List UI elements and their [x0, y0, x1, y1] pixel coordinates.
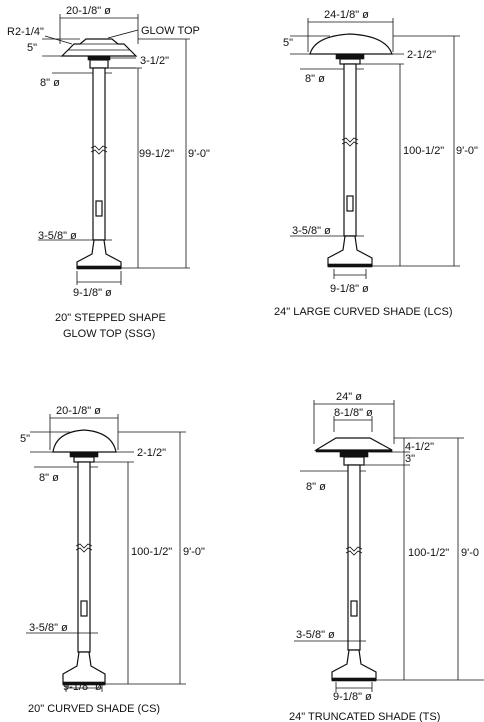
lcs-shade-dia: 24-1/8" ø	[324, 9, 369, 21]
ts-pole	[347, 464, 361, 651]
lcs-overall-h: 9'-0"	[456, 145, 478, 157]
ts-shade-h: 4-1/2"	[405, 441, 434, 453]
ssg-glow-top-label: GLOW TOP	[141, 25, 200, 37]
ssg-door-h: 3-5/8" ø	[38, 230, 77, 242]
lcs-shade-h: 5"	[283, 37, 293, 49]
ssg-pole-dia: 8" ø	[40, 77, 60, 89]
ts-fixture: 24" ø 8-1/8" ø 4-1/2" 3" 8" ø 3-5/8" ø 9…	[289, 391, 484, 722]
ssg-cap-h: 3-1/2"	[140, 55, 169, 67]
lcs-pole-len: 100-1/2"	[403, 145, 444, 157]
ts-door-h: 3-5/8" ø	[296, 629, 335, 641]
lcs-curved-shade	[309, 33, 393, 55]
ts-base-dia: 9-1/8" ø	[333, 691, 372, 703]
cs-shade-h: 5"	[20, 433, 30, 445]
ssg-overall-h: 9'-0"	[188, 148, 210, 160]
ssg-caption-line1: 20" STEPPED SHAPE	[55, 312, 166, 324]
ssg-fixture: 20-1/8" ø R2-1/4" GLOW TOP 5" 3-1/2" 8" …	[7, 5, 210, 340]
lcs-base	[327, 235, 373, 267]
cs-pole-len: 100-1/2"	[131, 546, 172, 558]
ts-pole-len: 100-1/2"	[408, 547, 449, 559]
ts-base	[331, 649, 377, 681]
ts-top-dia: 8-1/8" ø	[334, 407, 373, 419]
cs-overall-h: 9'-0"	[183, 546, 205, 558]
cs-cap-h: 2-1/2"	[137, 447, 166, 459]
ts-overall-h: 9'-0	[461, 547, 479, 559]
cs-caption: 20" CURVED SHADE (CS)	[28, 703, 160, 715]
lcs-caption: 24" LARGE CURVED SHADE (LCS)	[274, 306, 453, 318]
ssg-stepped-shade	[60, 38, 138, 57]
cs-pole-dia: 8" ø	[39, 472, 59, 484]
ssg-handhole	[95, 200, 103, 217]
ssg-base	[76, 239, 122, 269]
lcs-base-dia: 9-1/8" ø	[330, 283, 369, 295]
ts-pole-dia: 8" ø	[306, 481, 326, 493]
ssg-base-dia: 9-1/8" ø	[73, 287, 112, 299]
lcs-door-h: 3-5/8" ø	[292, 225, 331, 237]
ssg-shade-h: 5"	[27, 42, 37, 54]
ts-truncated-shade	[313, 437, 393, 451]
ssg-caption-line2: GLOW TOP (SSG)	[63, 328, 155, 340]
ssg-pole-len: 99-1/2"	[139, 148, 174, 160]
cs-shade-dia: 20-1/8" ø	[56, 405, 101, 417]
ts-shade-dia: 24" ø	[336, 391, 362, 403]
lcs-fixture: 24-1/8" ø 5" 2-1/2" 8" ø 3-5/8" ø 9-1/8"…	[274, 9, 478, 318]
lcs-pole-dia: 8" ø	[305, 73, 325, 85]
cs-fixture: 20-1/8" ø 5" 2-1/2" 8" ø 3-5/8" ø 9-1/8"…	[20, 405, 205, 715]
lcs-handhole	[346, 195, 354, 212]
cs-door-h: 3-5/8" ø	[29, 622, 68, 634]
cs-curved-shade	[52, 429, 117, 453]
lcs-cap-h: 2-1/2"	[407, 49, 436, 61]
ts-cap-h: 3"	[405, 453, 415, 465]
cs-pole	[77, 461, 91, 653]
cs-handhole	[80, 600, 88, 617]
cs-base-dia: 9-1/8" ø	[63, 681, 102, 693]
ts-caption: 24" TRUNCATED SHADE (TS)	[289, 711, 440, 722]
ts-handhole	[350, 600, 358, 617]
cs-base	[62, 651, 106, 685]
ssg-radius: R2-1/4"	[7, 26, 44, 38]
ssg-shade-dia: 20-1/8" ø	[66, 5, 111, 17]
